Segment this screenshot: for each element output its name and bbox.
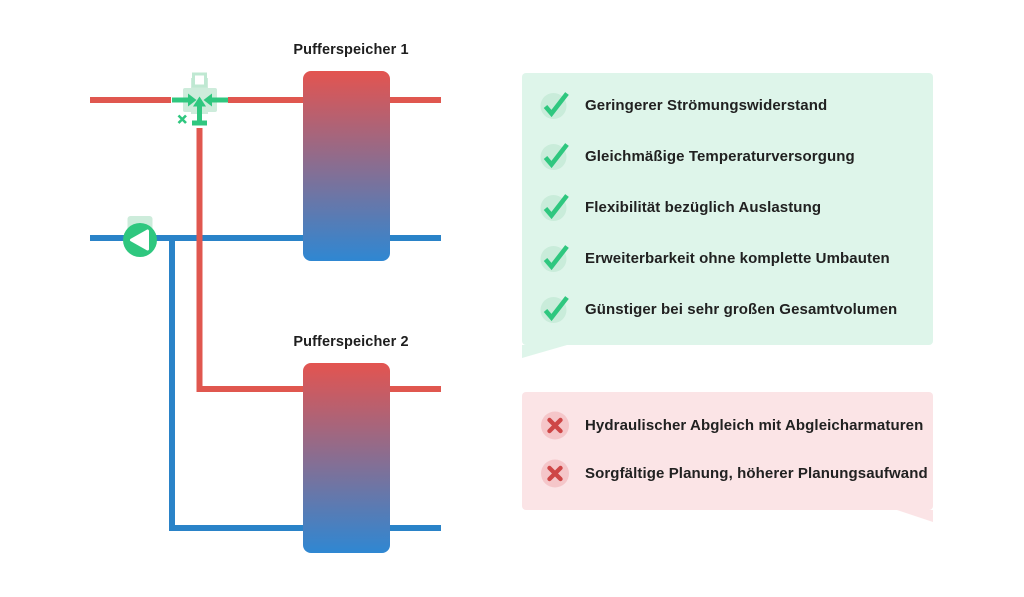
disadvantage-label: Hydraulischer Abgleich mit Abgleicharmat… bbox=[585, 416, 924, 434]
advantage-item: Günstiger bei sehr großen Gesamtvolumen bbox=[540, 294, 923, 324]
disadvantages-bubble: Hydraulischer Abgleich mit Abgleicharmat… bbox=[522, 392, 933, 522]
advantage-label: Erweiterbarkeit ohne komplette Umbauten bbox=[585, 249, 890, 267]
disadvantage-label: Sorgfältige Planung, höherer Planungsauf… bbox=[585, 464, 928, 482]
disadvantage-item: Sorgfältige Planung, höherer Planungsauf… bbox=[540, 458, 928, 488]
advantages-bubble: Geringerer Strömungswiderstand Gleichmäß… bbox=[522, 73, 933, 358]
tank2-label: Pufferspeicher 2 bbox=[293, 334, 409, 350]
buffer-tank-2 bbox=[303, 363, 390, 553]
cross-icon bbox=[541, 459, 569, 488]
check-icon bbox=[540, 296, 569, 323]
pump-triangle bbox=[130, 229, 149, 251]
tank1-label: Pufferspeicher 1 bbox=[293, 42, 409, 58]
advantage-label: Günstiger bei sehr großen Gesamtvolumen bbox=[585, 300, 898, 318]
advantage-item: Flexibilität bezüglich Auslastung bbox=[540, 192, 923, 222]
disadvantage-item: Hydraulischer Abgleich mit Abgleicharmat… bbox=[540, 410, 923, 440]
cross-icon bbox=[541, 411, 569, 440]
buffer-tank-1 bbox=[303, 71, 390, 261]
valve-x-mark bbox=[177, 114, 187, 124]
valve-top-port bbox=[192, 72, 207, 88]
check-icon bbox=[540, 92, 569, 119]
mixing-valve-icon bbox=[172, 72, 228, 126]
pump-icon bbox=[123, 216, 157, 257]
advantage-item: Gleichmäßige Temperaturversorgung bbox=[540, 141, 923, 171]
advantage-item: Erweiterbarkeit ohne komplette Umbauten bbox=[540, 243, 923, 273]
valve-arrow-up-head bbox=[193, 96, 206, 107]
check-icon bbox=[540, 143, 569, 170]
valve-arrow-in-right-head bbox=[203, 93, 212, 107]
advantage-label: Geringerer Strömungswiderstand bbox=[585, 96, 828, 114]
valve-arrow-in-left-head bbox=[188, 93, 197, 107]
advantage-item: Geringerer Strömungswiderstand bbox=[540, 90, 923, 120]
check-icon bbox=[540, 245, 569, 272]
advantage-label: Gleichmäßige Temperaturversorgung bbox=[585, 147, 855, 165]
advantage-label: Flexibilität bezüglich Auslastung bbox=[585, 198, 822, 216]
check-icon bbox=[540, 194, 569, 221]
